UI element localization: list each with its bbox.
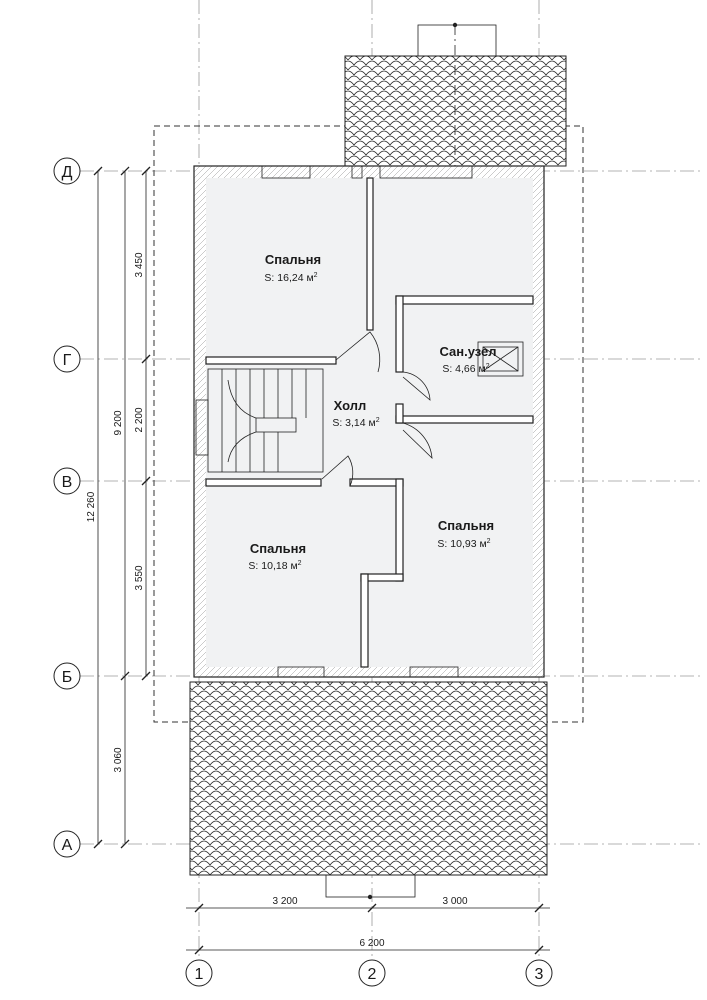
partition-center-lower bbox=[360, 573, 369, 668]
axis-col-3: 3 bbox=[535, 966, 544, 983]
bathroom-top-wall bbox=[395, 295, 534, 305]
dim-col-1-2: 3 200 bbox=[272, 896, 297, 907]
partition-hall-right bbox=[349, 478, 404, 487]
bathroom-left-lower bbox=[395, 403, 404, 424]
bottom-dimensions: 3 200 3 000 6 200 bbox=[186, 896, 550, 955]
dim-outer-total: 12 260 bbox=[86, 491, 97, 522]
doors bbox=[321, 331, 433, 487]
dim-col-2-3: 3 000 bbox=[442, 896, 467, 907]
room-area-bedroom-right: S: 10,93 м2 bbox=[437, 538, 490, 550]
axis-row-g: Г bbox=[63, 352, 72, 369]
partition-right-step bbox=[395, 478, 404, 582]
room-name-hall: Холл bbox=[334, 398, 367, 413]
room-area-bathroom: S: 4,66 м2 bbox=[442, 363, 489, 375]
axis-col-1: 1 bbox=[195, 966, 204, 983]
dim-bottom-total: 6 200 bbox=[359, 938, 384, 949]
partition-horizontal-middle bbox=[205, 478, 322, 487]
room-name-bathroom: Сан.узел bbox=[439, 344, 496, 359]
room-labels: Спальня S: 16,24 м2 Сан.узел S: 4,66 м2 … bbox=[248, 252, 496, 572]
dim-row-g-v: 2 200 bbox=[134, 407, 145, 432]
room-name-bedroom-top: Спальня bbox=[265, 252, 321, 267]
staircase bbox=[195, 368, 324, 473]
dim-row-b-a: 3 060 bbox=[113, 747, 124, 772]
dim-middle-total: 9 200 bbox=[113, 410, 124, 435]
top-roof-section bbox=[344, 22, 567, 167]
axis-bubbles: Д Г В Б А 1 2 3 bbox=[53, 157, 553, 987]
porch-step bbox=[325, 874, 416, 898]
room-name-bedroom-right: Спальня bbox=[438, 518, 494, 533]
axis-row-a: А bbox=[62, 837, 73, 854]
axis-row-v: В bbox=[62, 474, 73, 491]
bathroom-bottom-wall bbox=[395, 415, 534, 424]
top-roof-tiles bbox=[344, 55, 567, 167]
door-bathroom bbox=[402, 371, 431, 401]
axis-row-d: Д bbox=[62, 164, 73, 181]
door-bedroom-bottom bbox=[321, 455, 354, 487]
door-bedroom-right bbox=[402, 422, 433, 460]
dim-row-d-g: 3 450 bbox=[134, 252, 145, 277]
dim-row-v-b: 3 550 bbox=[134, 565, 145, 590]
partition-center-upper bbox=[366, 177, 374, 331]
building bbox=[193, 165, 545, 678]
room-area-hall: S: 3,14 м2 bbox=[332, 417, 379, 429]
room-area-bedroom-bottom-left: S: 10,18 м2 bbox=[248, 560, 301, 572]
bottom-roof-section bbox=[189, 681, 548, 900]
door-bedroom-top bbox=[335, 331, 381, 373]
axis-row-b: Б bbox=[62, 669, 73, 686]
bathroom-fixture bbox=[477, 341, 524, 377]
partition-horizontal-top bbox=[205, 356, 337, 365]
room-area-bedroom-top: S: 16,24 м2 bbox=[264, 272, 317, 284]
room-name-bedroom-bottom-left: Спальня bbox=[250, 541, 306, 556]
axis-col-2: 2 bbox=[368, 966, 377, 983]
windows bbox=[261, 165, 473, 678]
left-dimensions: 3 450 2 200 3 550 3 060 9 200 12 260 bbox=[86, 166, 151, 849]
bathroom-left-wall bbox=[395, 295, 404, 373]
bottom-roof-tiles bbox=[189, 681, 548, 876]
chimney bbox=[417, 24, 497, 57]
